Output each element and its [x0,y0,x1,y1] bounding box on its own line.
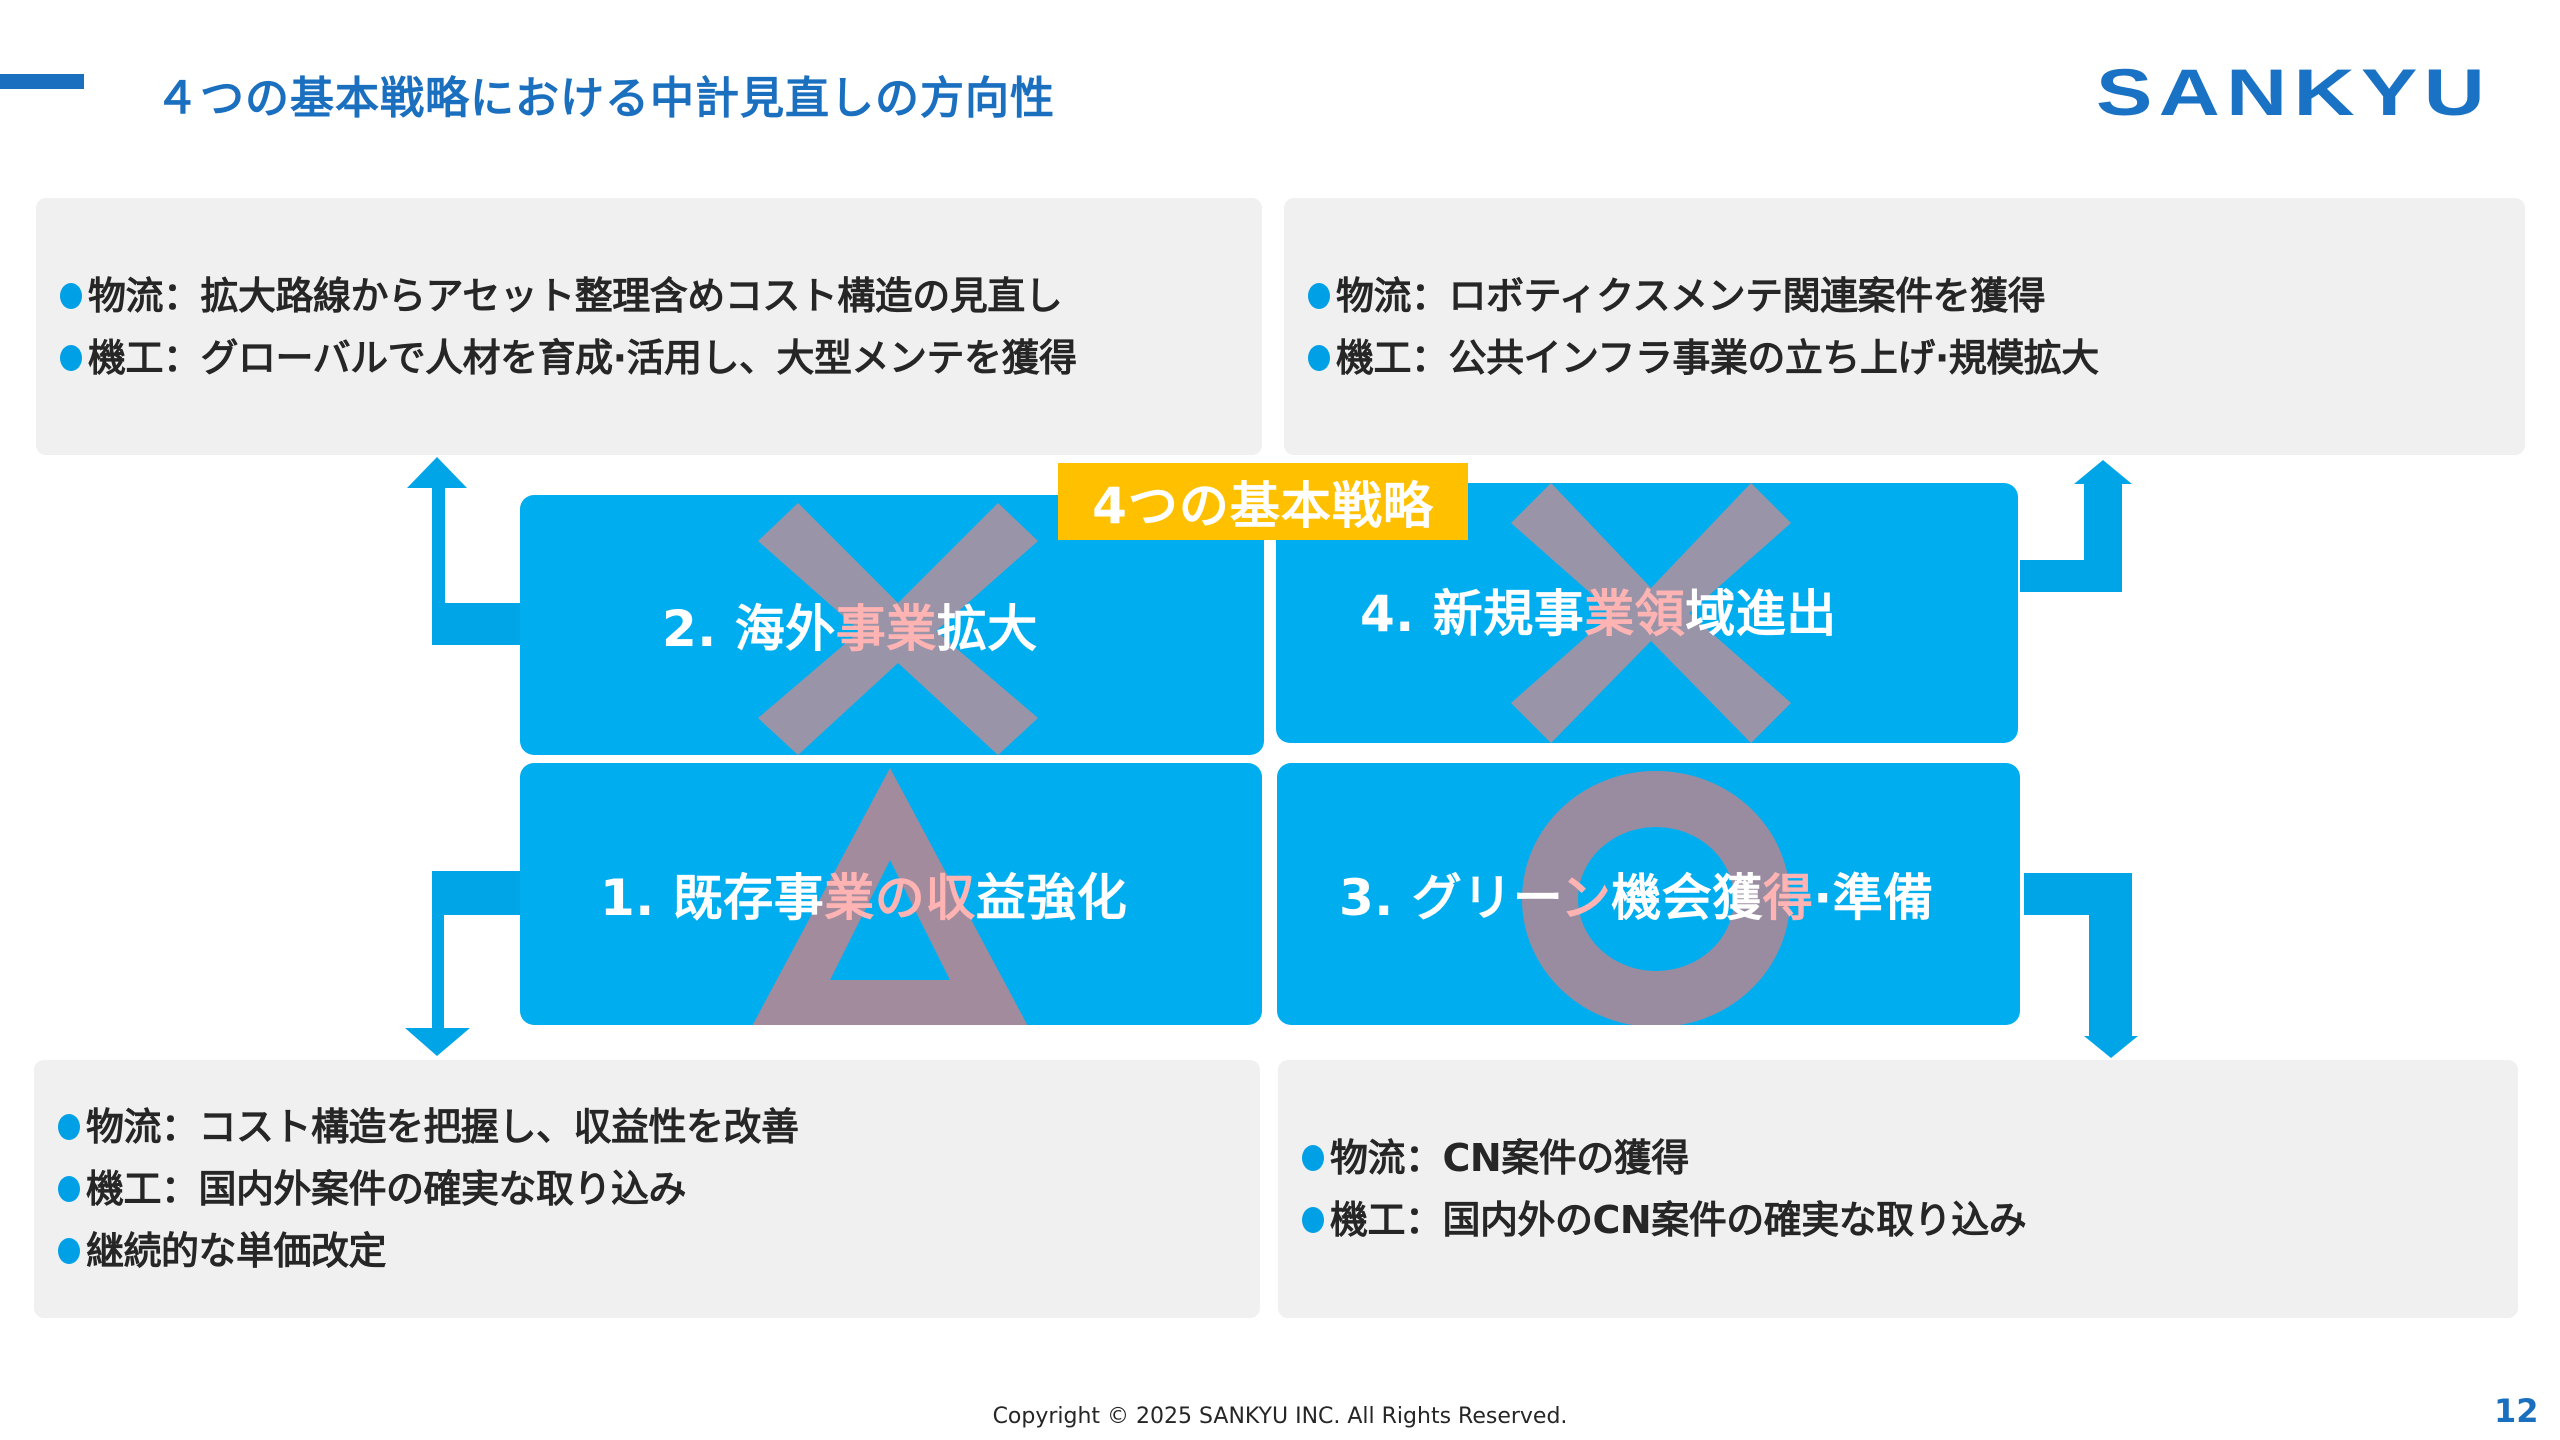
arrow-down-left-icon [405,871,525,1056]
four-strategies-label: 4つの基本戦略 [1058,463,1468,540]
bullet-text: 物流：ロボティクスメンテ関連案件を獲得 [1336,273,2046,318]
bullet-item: 物流：拡大路線からアセット整理含めコスト構造の見直し [60,265,1262,327]
strategy-title: 2. 海外事業拡大 [662,600,1038,658]
strategy-title: 3. グリーン機会獲得·準備 [1339,869,1934,927]
sankyu-logo: SANKYU [2096,55,2492,129]
bullet-item: 物流：CN案件の獲得 [1302,1127,2518,1189]
copyright-notice: Copyright © 2025 SANKYU INC. All Rights … [992,1404,1568,1429]
arrow-down-right-icon [2024,873,2138,1058]
bullet-item: 機工：国内外のCN案件の確実な取り込み [1302,1189,2518,1251]
bullet-text: 物流：拡大路線からアセット整理含めコスト構造の見直し [88,273,1063,318]
title-accent-bar [0,74,84,89]
bullet-dot-icon [60,344,82,371]
bullet-dot-icon [1308,344,1330,371]
bullet-dot-icon [1302,1207,1324,1233]
strategy-title: 4. 新規事業領域進出 [1360,585,1837,643]
bullet-dot-icon [1308,282,1330,309]
bullet-dot-icon [58,1114,80,1140]
bullet-item: 物流：コスト構造を把握し、収益性を改善 [58,1096,1260,1158]
bullet-dot-icon [1302,1145,1324,1171]
direction-box-top-right: 物流：ロボティクスメンテ関連案件を獲得 機工：公共インフラ事業の立ち上げ·規模拡… [1284,198,2525,455]
bullet-text: 機工：国内外案件の確実な取り込み [86,1167,687,1211]
bullet-item: 継続的な単価改定 [58,1220,1260,1282]
page-number: 12 [2494,1392,2539,1430]
bullet-text: 機工：グローバルで人材を育成·活用し、大型メンテを獲得 [88,335,1077,380]
bullet-dot-icon [60,282,82,309]
cross-mark-icon [758,503,1038,755]
triangle-mark-icon [752,768,1028,1025]
bullet-dot-icon [58,1238,80,1264]
page-title: ４つの基本戦略における中計見直しの方向性 [155,73,1055,124]
bullet-item: 機工：グローバルで人材を育成·活用し、大型メンテを獲得 [60,327,1262,389]
direction-box-bottom-right: 物流：CN案件の獲得 機工：国内外のCN案件の確実な取り込み [1278,1060,2518,1318]
circle-mark-icon [1522,771,1790,1025]
strategy-card-existing-business: 1. 既存事業の収益強化 [520,763,1262,1025]
bullet-dot-icon [58,1176,80,1202]
bullet-item: 物流：ロボティクスメンテ関連案件を獲得 [1308,265,2525,327]
bullet-item: 機工：国内外案件の確実な取り込み [58,1158,1260,1220]
bullet-text: 物流：CN案件の獲得 [1330,1136,1689,1180]
strategy-title: 1. 既存事業の収益強化 [600,869,1128,927]
direction-box-bottom-left: 物流：コスト構造を把握し、収益性を改善 機工：国内外案件の確実な取り込み 継続的… [34,1060,1260,1318]
direction-box-top-left: 物流：拡大路線からアセット整理含めコスト構造の見直し 機工：グローバルで人材を育… [36,198,1262,455]
bullet-item: 機工：公共インフラ事業の立ち上げ·規模拡大 [1308,327,2525,389]
cross-mark-icon [1511,483,1791,743]
bullet-text: 物流：コスト構造を把握し、収益性を改善 [86,1105,799,1149]
bullet-text: 機工：公共インフラ事業の立ち上げ·規模拡大 [1336,335,2099,380]
bullet-text: 機工：国内外のCN案件の確実な取り込み [1330,1198,2027,1242]
strategy-card-green-opportunity: 3. グリーン機会獲得·準備 [1277,763,2020,1025]
bullet-text: 継続的な単価改定 [86,1229,387,1273]
arrow-up-left-icon [407,457,525,645]
arrow-up-right-icon [2020,460,2132,592]
